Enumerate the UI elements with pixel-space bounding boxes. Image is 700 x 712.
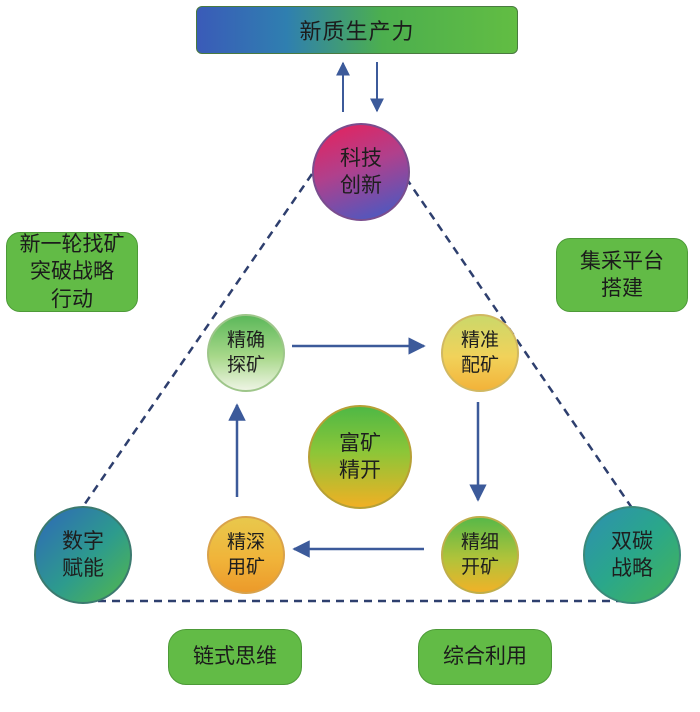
node-precise-ore-blending-label: 精准 配矿 bbox=[460, 329, 499, 376]
box-new-round-prospecting: 新一轮找矿 突破战略 行动 bbox=[6, 232, 138, 312]
node-digital-empowerment: 数字 赋能 bbox=[34, 506, 132, 604]
triangle-edge-left bbox=[80, 173, 314, 509]
box-central-procurement-platform: 集采平台 搭建 bbox=[556, 238, 688, 312]
box-chain-thinking: 链式思维 bbox=[168, 629, 302, 685]
node-tech-innovation: 科技 创新 bbox=[312, 123, 410, 221]
banner-title: 新质生产力 bbox=[299, 20, 415, 45]
box-new-round-prospecting-label: 新一轮找矿 突破战略 行动 bbox=[19, 232, 125, 311]
node-dual-carbon-strategy: 双碳 战略 bbox=[583, 506, 681, 604]
node-fine-mining-label: 精细 开矿 bbox=[460, 531, 499, 578]
triangle-edge-right bbox=[404, 177, 634, 509]
node-fine-mining: 精细 开矿 bbox=[441, 516, 519, 594]
node-precise-exploration-label: 精确 探矿 bbox=[226, 329, 265, 376]
node-tech-innovation-label: 科技 创新 bbox=[340, 145, 382, 197]
new-productivity-banner: 新质生产力 bbox=[196, 6, 518, 54]
node-rich-ore-label: 富矿 精开 bbox=[339, 430, 381, 482]
node-digital-empowerment-label: 数字 赋能 bbox=[62, 528, 104, 580]
node-precise-exploration: 精确 探矿 bbox=[207, 314, 285, 392]
box-comprehensive-utilization-label: 综合利用 bbox=[443, 644, 527, 669]
box-chain-thinking-label: 链式思维 bbox=[193, 644, 277, 669]
box-central-procurement-label: 集采平台 搭建 bbox=[580, 248, 664, 300]
node-deep-ore-utilization-label: 精深 用矿 bbox=[226, 531, 265, 578]
node-dual-carbon-strategy-label: 双碳 战略 bbox=[611, 528, 653, 580]
node-precise-ore-blending: 精准 配矿 bbox=[441, 314, 519, 392]
node-rich-ore-refined-mining: 富矿 精开 bbox=[308, 405, 412, 509]
box-comprehensive-utilization: 综合利用 bbox=[418, 629, 552, 685]
node-deep-ore-utilization: 精深 用矿 bbox=[207, 516, 285, 594]
